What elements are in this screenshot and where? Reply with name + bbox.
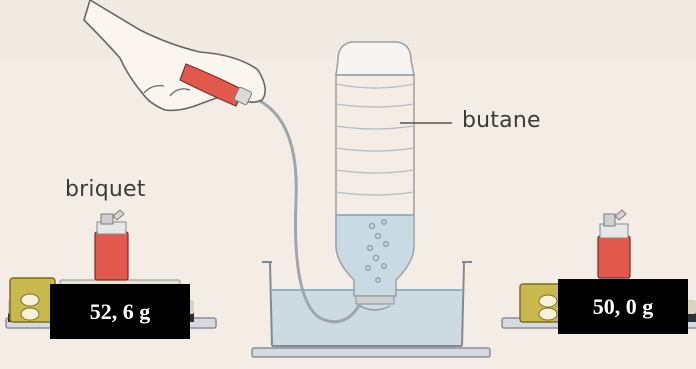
lighter-before bbox=[94, 209, 129, 281]
lighter-after bbox=[597, 209, 631, 279]
weight-after: 50, 0 g bbox=[558, 279, 688, 334]
support-plate bbox=[251, 347, 491, 358]
lighter-label: briquet bbox=[65, 177, 146, 202]
weight-before: 52, 6 g bbox=[50, 284, 190, 339]
butane-label: butane bbox=[462, 108, 541, 133]
gas-bubbles bbox=[365, 219, 389, 283]
butane-refill bbox=[179, 63, 253, 107]
transfer-tube bbox=[244, 93, 362, 324]
inverted-bottle bbox=[335, 41, 415, 311]
